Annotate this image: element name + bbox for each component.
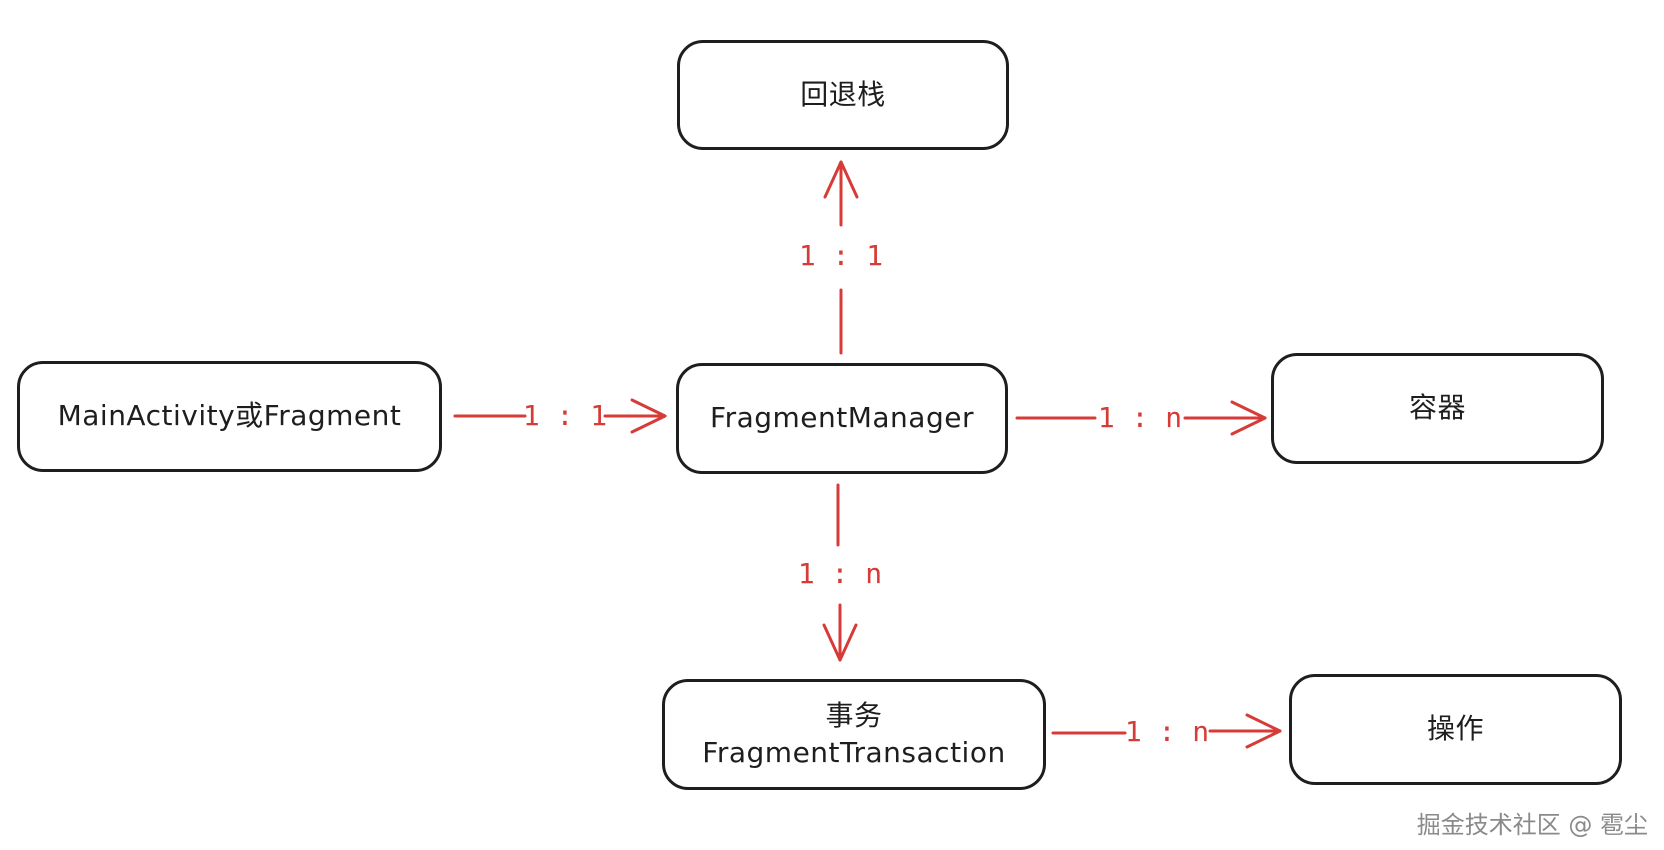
edge-main-to-manager: 1 : 1 — [453, 398, 667, 434]
edge-manager-to-container: 1 : n — [1015, 400, 1267, 436]
edge-manager-to-transaction: 1 : n — [798, 483, 882, 662]
edge-manager-to-backstack: 1 : 1 — [799, 160, 883, 355]
node-back-stack-label: 回退栈 — [800, 77, 886, 111]
node-container-label: 容器 — [1408, 391, 1466, 425]
edge-label-main-to-manager: 1 : 1 — [523, 399, 607, 432]
edge-label-transaction-to-operation: 1 : n — [1125, 715, 1209, 748]
node-transaction-line2: FragmentTransaction — [702, 735, 1006, 769]
edge-label-manager-to-container: 1 : n — [1098, 401, 1182, 434]
edge-label-manager-to-backstack: 1 : 1 — [799, 239, 883, 272]
node-fragment-manager: FragmentManager — [676, 363, 1008, 474]
edge-transaction-to-operation: 1 : n — [1051, 713, 1282, 749]
node-transaction: 事务 FragmentTransaction — [662, 679, 1046, 790]
node-operation: 操作 — [1289, 674, 1622, 785]
edge-label-manager-to-transaction: 1 : n — [798, 557, 882, 590]
node-main-activity-label: MainActivity或Fragment — [57, 399, 402, 433]
node-main-activity: MainActivity或Fragment — [17, 361, 442, 472]
watermark-text: 掘金技术社区 @ 雹尘 — [1416, 811, 1648, 839]
node-fragment-manager-label: FragmentManager — [710, 401, 974, 435]
node-back-stack: 回退栈 — [677, 40, 1009, 150]
node-operation-label: 操作 — [1426, 712, 1484, 746]
node-transaction-line1: 事务 — [825, 699, 883, 733]
node-container: 容器 — [1271, 353, 1604, 464]
